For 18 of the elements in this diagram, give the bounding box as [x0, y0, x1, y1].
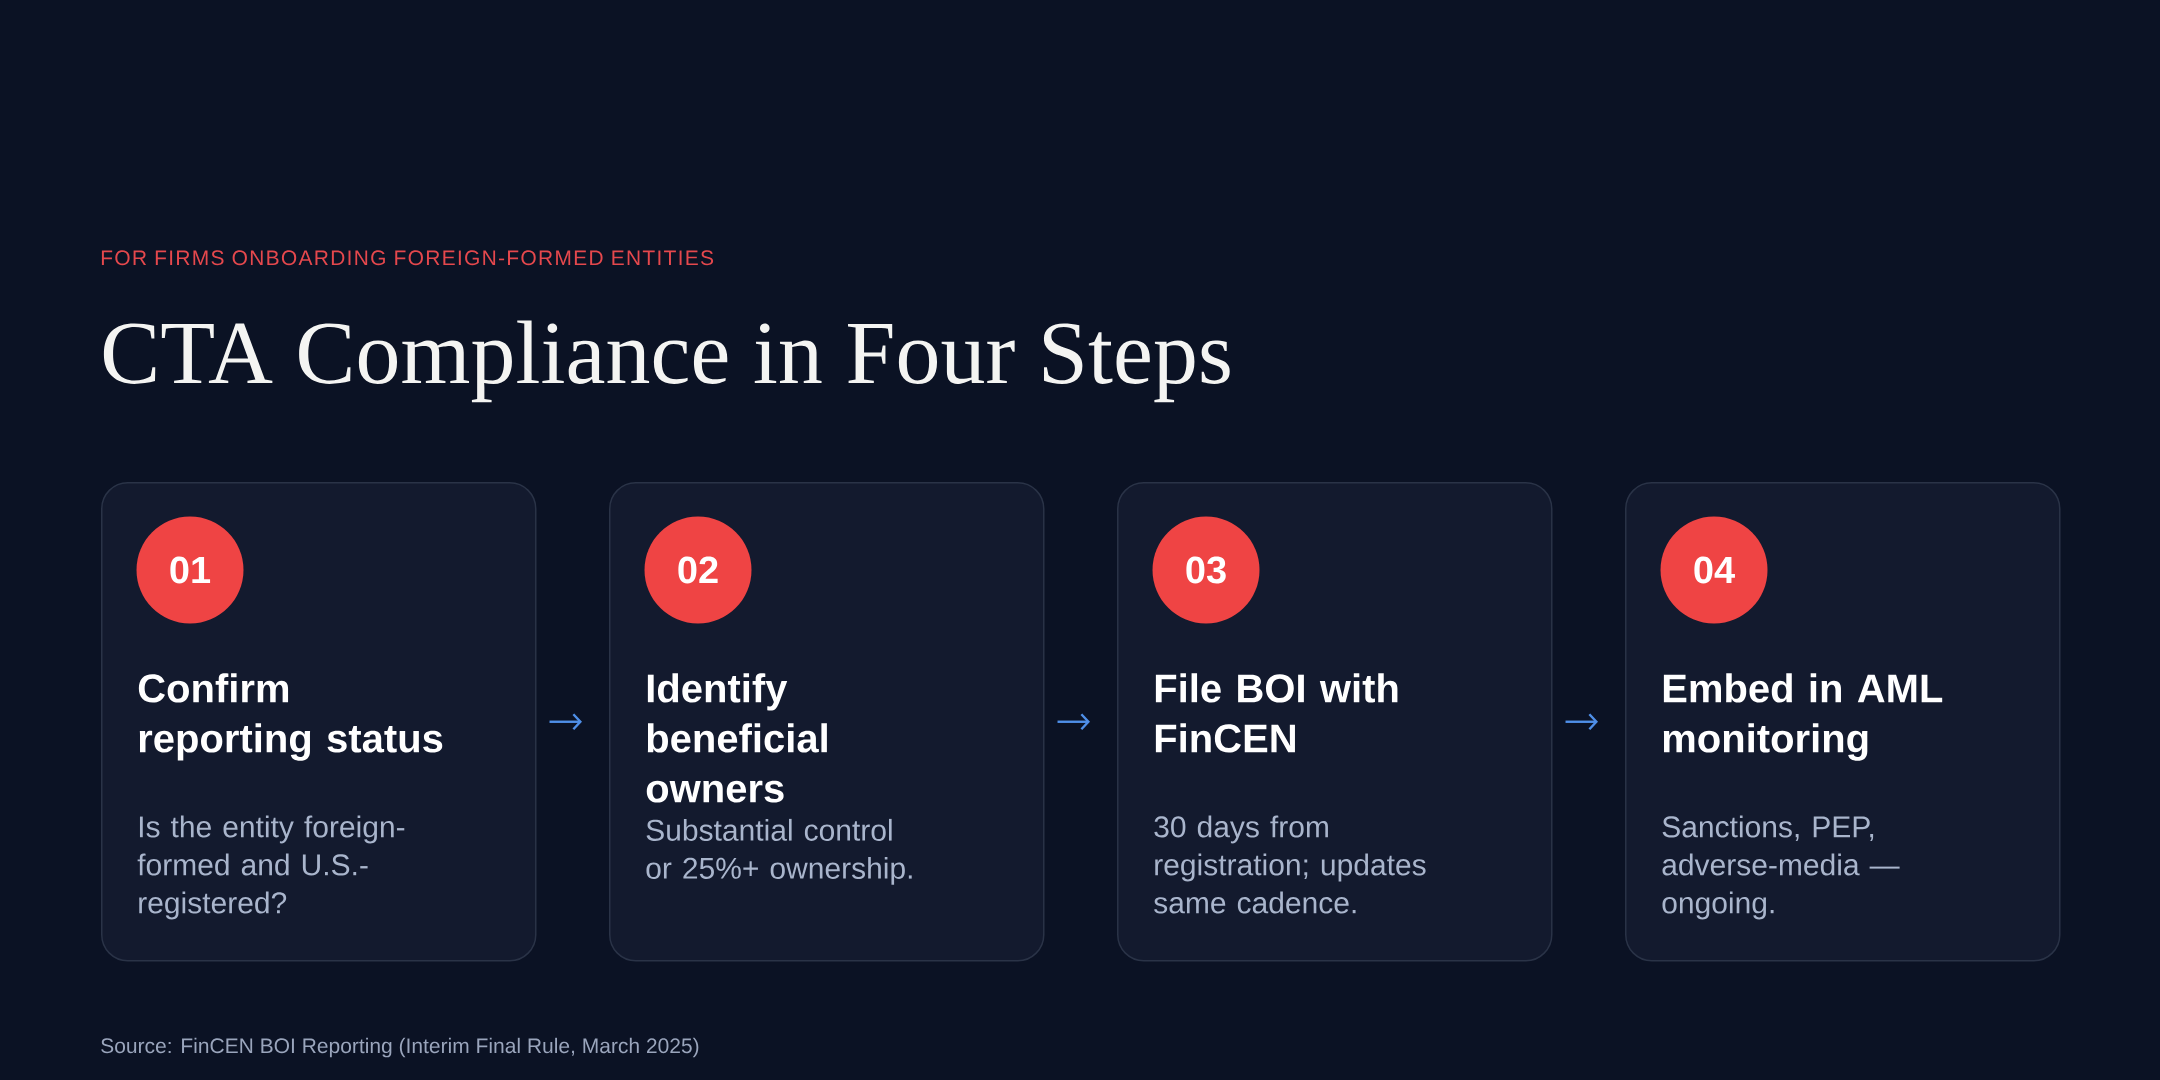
arrow — [1565, 713, 1598, 731]
tagline: FOR FIRMS ONBOARDING FOREIGN-FORMED ENTITIES — [101, 250, 714, 266]
step-description: Is the entity foreign-formed and U.S.-registered? — [137, 815, 405, 920]
step-description: Substantial control or 25%+ ownership. — [646, 818, 912, 885]
number-badge: 03 — [1152, 516, 1260, 624]
number-badge: 04 — [1660, 516, 1768, 624]
step-description: Sanctions, PEP, adverse-media — ongoing. — [1662, 815, 1900, 920]
step-title: Embed in AML monitoring — [1663, 673, 1943, 761]
arrow — [549, 713, 582, 731]
source-note: Source: FinCEN BOI Reporting (Interim Final Rule, March 2025) — [101, 1037, 699, 1058]
step-title: Confirm reporting status — [138, 673, 443, 761]
step-title: Identify beneficial owners — [646, 673, 827, 803]
number-badge: 02 — [644, 516, 752, 624]
title: CTA Compliance in Four Steps — [103, 320, 1230, 403]
step-description: 30 days from registration; updates same cadence. — [1154, 815, 1426, 914]
arrow — [1057, 713, 1090, 731]
step-title: File BOI with FinCEN — [1155, 673, 1398, 753]
number-badge: 01 — [136, 516, 244, 624]
